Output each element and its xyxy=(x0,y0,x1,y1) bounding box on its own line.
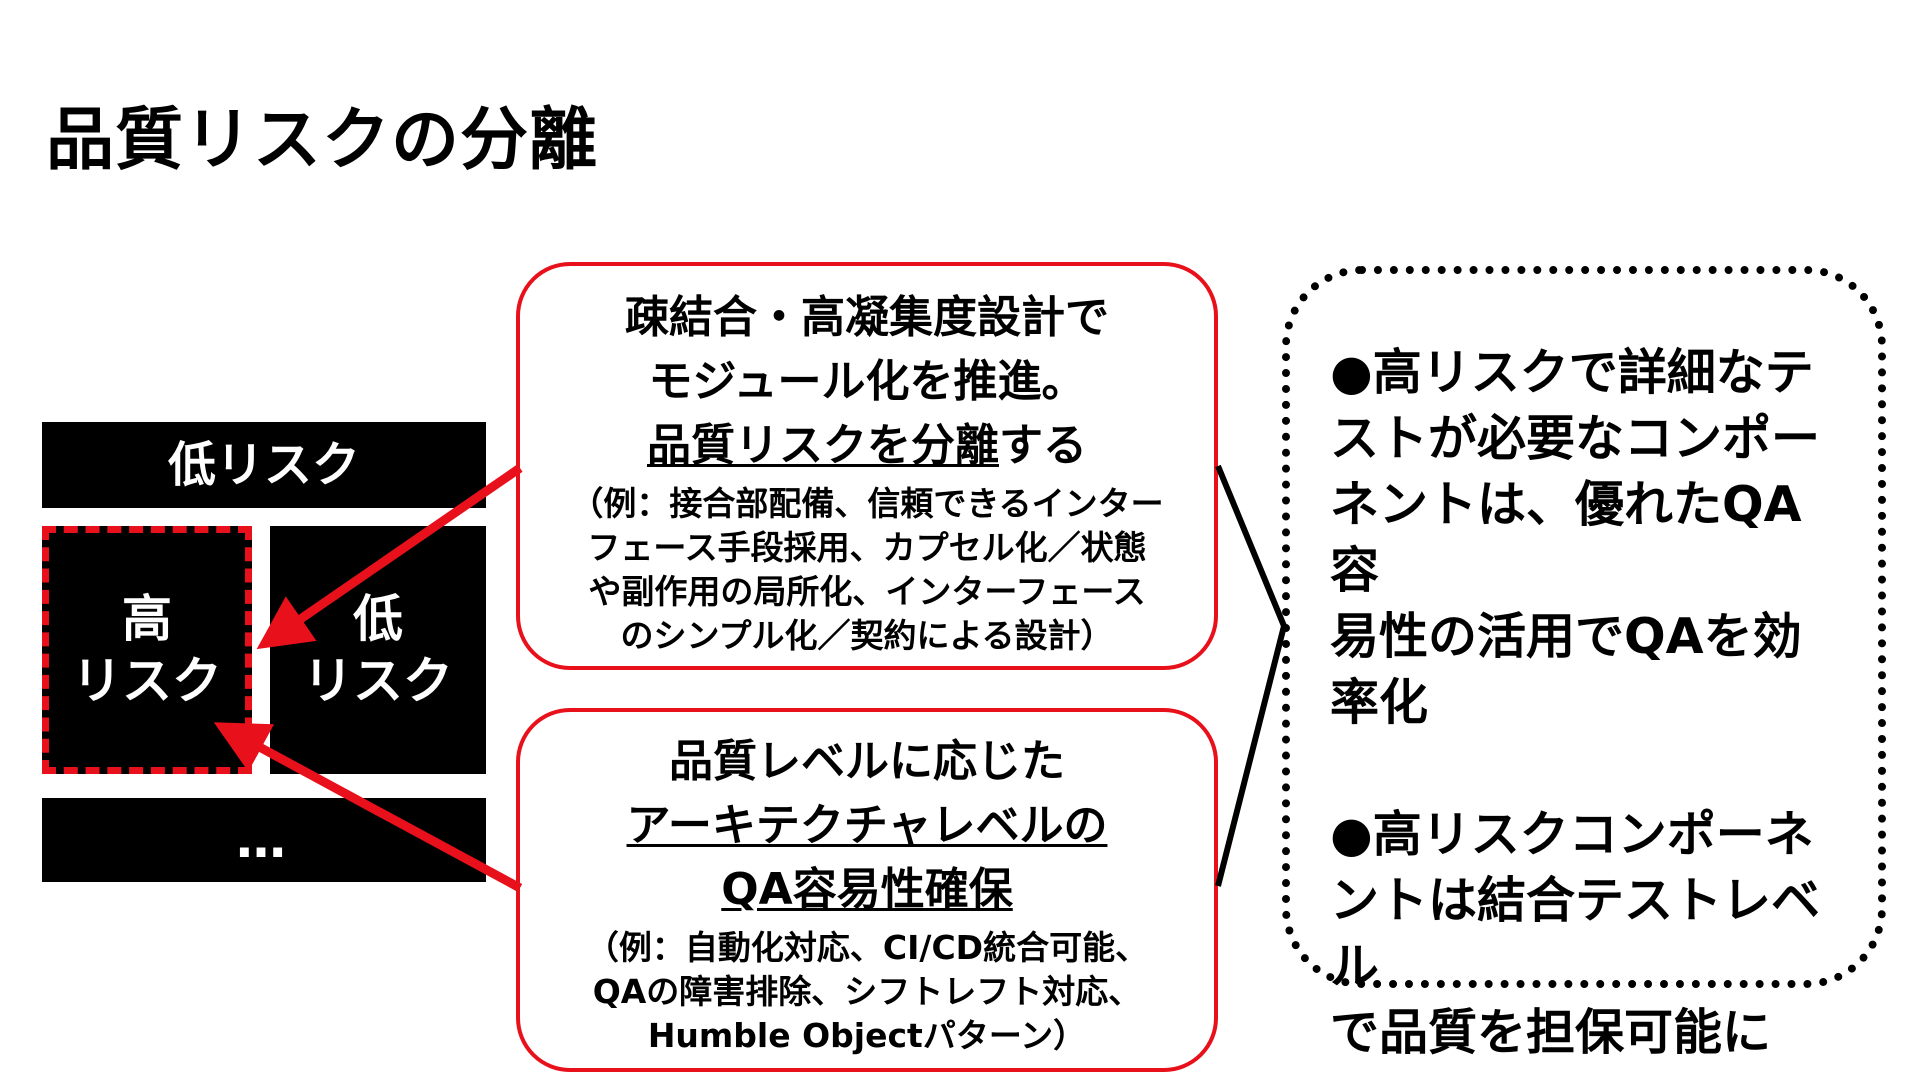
callout2-line2-underlined: アーキテクチャレベルの xyxy=(626,800,1108,851)
low-risk-block: 低 リスク xyxy=(270,526,486,774)
page-title: 品質リスクの分離 xyxy=(46,101,599,180)
callout1-line3-underlined: 品質リスクを分離 xyxy=(647,420,999,471)
callout2-examples: （例：自動化対応、CI/CD統合可能、 QAの障害排除、シフトレフト対応、 Hu… xyxy=(520,924,1214,1060)
benefit2-line1: ●高リスクコンポーネ xyxy=(1330,806,1814,863)
benefit1-line1: ●高リスクで詳細なテ xyxy=(1330,344,1814,401)
bracket-line-to-panel xyxy=(1215,464,1288,887)
low-risk-block-top: 低リスク xyxy=(42,422,486,508)
low-risk-line1: 低 xyxy=(353,589,403,648)
callout1-line1: 疎結合・高凝集度設計で xyxy=(625,292,1109,343)
benefit1-line4: 易性の活用でQAを効 xyxy=(1330,608,1802,665)
callout2-sub3: Humble Objectパターン） xyxy=(647,1016,1087,1055)
benefit-item-2: ●高リスクコンポーネ ントは結合テストレベル で品質を担保可能に xyxy=(1330,802,1848,1066)
more-blocks-ellipsis: … xyxy=(42,798,486,882)
callout2-line2: アーキテクチャレベルの xyxy=(520,794,1214,858)
callout-qa-testability: 品質レベルに応じた アーキテクチャレベルの QA容易性確保 （例：自動化対応、C… xyxy=(516,708,1218,1072)
callout2-sub1: （例：自動化対応、CI/CD統合可能、 xyxy=(585,928,1149,967)
benefits-panel: ●高リスクで詳細なテ ストが必要なコンポー ネントは、優れたQA容 易性の活用で… xyxy=(1282,266,1886,1061)
high-risk-block: 高 リスク xyxy=(42,526,252,774)
callout1-sub4: のシンプル化／契約による設計） xyxy=(620,616,1114,655)
callout2-line3-underlined: QA容易性確保 xyxy=(721,864,1013,915)
high-risk-line1: 高 xyxy=(122,589,172,648)
benefit2-line3: で品質を担保可能に xyxy=(1330,1004,1772,1061)
callout2-line1: 品質レベルに応じた xyxy=(669,736,1065,787)
callout1-line3: 品質リスクを分離する xyxy=(520,414,1214,478)
benefit1-line2: ストが必要なコンポー xyxy=(1330,410,1821,467)
callout1-line2: モジュール化を推進。 xyxy=(648,356,1086,407)
high-risk-line2: リスク xyxy=(72,652,222,710)
benefit1-line5: 率化 xyxy=(1330,674,1429,731)
callout1-line3-rest: する xyxy=(999,420,1087,471)
callout1-sub2: フェース手段採用、カプセル化／状態 xyxy=(587,528,1147,567)
callout2-line3: QA容易性確保 xyxy=(520,858,1214,922)
callout-loose-coupling: 疎結合・高凝集度設計で モジュール化を推進。 品質リスクを分離する （例：接合部… xyxy=(516,262,1218,670)
callout2-sub2: QAの障害排除、シフトレフト対応、 xyxy=(592,972,1142,1011)
callout1-examples: （例：接合部配備、信頼できるインター フェース手段採用、カプセル化／状態 や副作… xyxy=(520,480,1214,660)
callout1-sub3: や副作用の局所化、インターフェース xyxy=(588,572,1146,611)
low-risk-line2: リスク xyxy=(303,652,453,710)
benefit2-line2: ントは結合テストレベル xyxy=(1330,872,1821,995)
benefit1-line3: ネントは、優れたQA容 xyxy=(1330,476,1802,599)
callout1-sub1: （例：接合部配備、信頼できるインター xyxy=(570,484,1164,523)
benefit-item-1: ●高リスクで詳細なテ ストが必要なコンポー ネントは、優れたQA容 易性の活用で… xyxy=(1330,340,1848,736)
